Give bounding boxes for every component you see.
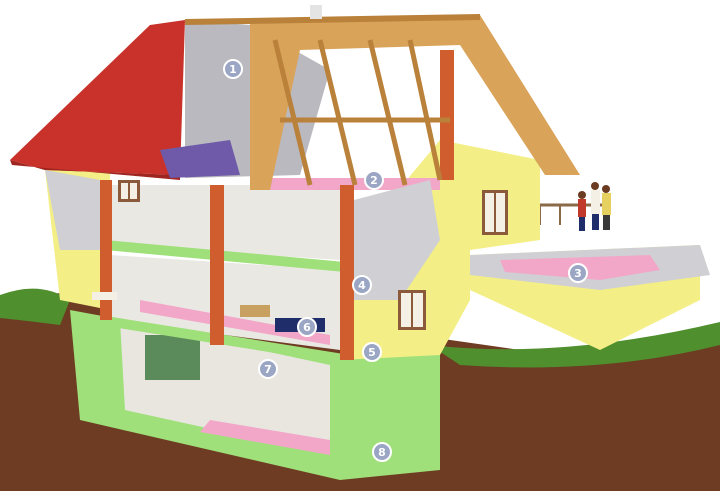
window-left-upper xyxy=(118,180,140,202)
callout-marker-label: 6 xyxy=(303,321,311,334)
callout-marker-8: 8 xyxy=(373,443,391,461)
callout-marker-label: 8 xyxy=(378,446,386,459)
callout-marker-7: 7 xyxy=(259,360,277,378)
callout-marker-label: 2 xyxy=(370,174,378,187)
callout-marker-6: 6 xyxy=(298,318,316,336)
callout-marker-1: 1 xyxy=(224,60,242,78)
rafter xyxy=(370,40,405,185)
people-figures xyxy=(578,182,611,231)
chimney-top xyxy=(310,5,322,19)
callout-marker-label: 4 xyxy=(358,279,366,292)
window-right-lower xyxy=(398,290,426,330)
brick-column-right xyxy=(340,185,354,360)
callout-marker-3: 3 xyxy=(569,264,587,282)
window-right-upper xyxy=(482,190,508,235)
callout-marker-label: 1 xyxy=(229,63,237,76)
rafter xyxy=(320,40,355,185)
callout-marker-label: 7 xyxy=(264,363,272,376)
callout-marker-5: 5 xyxy=(363,343,381,361)
basement-window xyxy=(145,335,200,380)
callout-marker-label: 5 xyxy=(368,346,376,359)
shelf xyxy=(92,292,117,300)
callout-marker-4: 4 xyxy=(353,276,371,294)
brick-chimney-stack xyxy=(440,50,454,180)
roof-tiles xyxy=(10,20,185,175)
callout-marker-label: 3 xyxy=(574,267,582,280)
callout-marker-2: 2 xyxy=(365,171,383,189)
brick-column-middle xyxy=(210,185,224,345)
table xyxy=(240,305,270,317)
